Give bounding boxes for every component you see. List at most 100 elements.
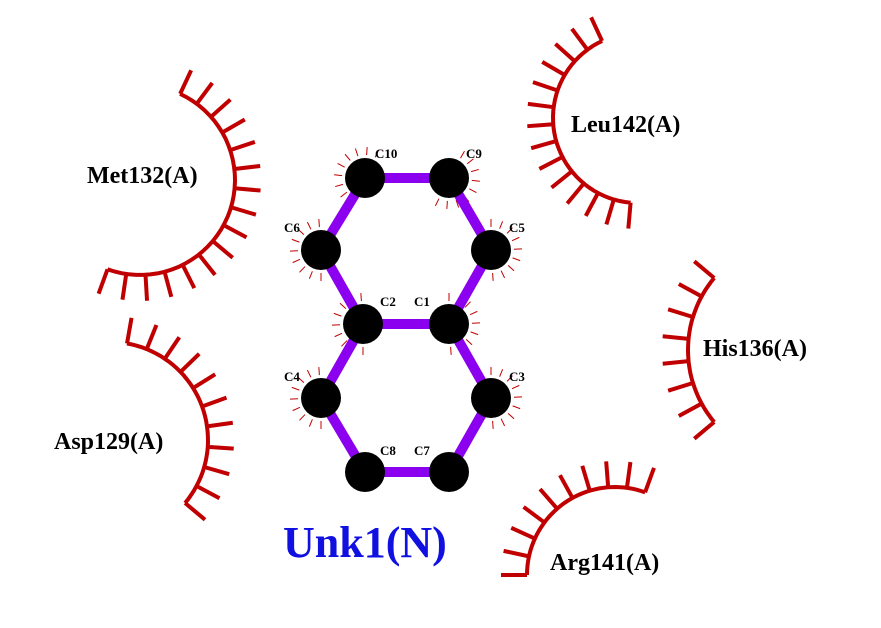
contact-tick-c3 (499, 369, 504, 377)
arc-spoke-asp129 (201, 395, 228, 409)
contact-tick-c5 (499, 221, 504, 229)
contact-tick-c5 (500, 270, 506, 279)
contact-tick-c9 (471, 179, 480, 182)
atom-c7 (429, 452, 469, 492)
contact-tick-c3 (506, 375, 513, 382)
atom-label-c8: C8 (380, 443, 396, 458)
contact-tick-c6 (291, 238, 300, 243)
arc-spoke-leu142 (604, 198, 616, 225)
residue-label-asp129: Asp129(A) (54, 429, 163, 455)
arc-spoke-asp129 (195, 484, 221, 500)
contact-tick-c10 (354, 148, 359, 157)
arc-spoke-asp129 (183, 501, 207, 522)
arc-spoke-met132 (143, 274, 150, 301)
contact-tick-c6 (306, 221, 312, 230)
contact-tick-c1 (465, 339, 473, 346)
atom-c5 (471, 230, 511, 270)
arc-spoke-met132 (180, 263, 197, 290)
arc-spoke-his136 (662, 359, 689, 366)
hydrophobic-arc-leu142 (550, 39, 631, 205)
contact-tick-c4 (297, 376, 305, 383)
hydrophobic-arc-arg141 (525, 484, 646, 576)
arc-spoke-arg141 (510, 526, 536, 541)
contact-tick-c10 (337, 163, 345, 168)
contact-tick-c9 (434, 198, 440, 207)
contact-tick-c1 (469, 310, 478, 316)
contact-tick-c2 (333, 312, 342, 317)
ligand-atoms (301, 158, 511, 492)
arc-spoke-leu142 (532, 80, 559, 93)
arc-spoke-met132 (222, 223, 248, 240)
contact-tick-c1 (470, 331, 479, 336)
arc-spoke-asp129 (192, 372, 217, 390)
contact-tick-c9 (460, 150, 465, 159)
arc-spoke-met132 (120, 273, 129, 301)
arc-spoke-met132 (195, 81, 214, 105)
arc-spoke-leu142 (530, 139, 557, 151)
contact-tick-c10 (374, 149, 380, 158)
arc-spoke-met132 (162, 271, 174, 298)
arc-spoke-asp129 (206, 420, 234, 429)
contact-tick-c2 (334, 332, 343, 338)
residue-label-met132: Met132(A) (87, 163, 198, 189)
arc-spoke-his136 (662, 334, 689, 341)
arc-spoke-his136 (677, 401, 703, 418)
arc-spoke-his136 (693, 259, 716, 280)
contact-tick-c5 (492, 272, 494, 281)
hydrophobic-arc-his136 (685, 276, 716, 424)
contact-tick-c5 (506, 227, 513, 234)
atom-c9 (429, 158, 469, 198)
atom-c2 (343, 304, 383, 344)
arc-spoke-his136 (677, 282, 703, 299)
arc-spoke-leu142 (541, 60, 566, 77)
arc-spoke-leu142 (554, 42, 577, 63)
contact-tick-c9 (455, 199, 460, 208)
atom-label-c4: C4 (284, 369, 300, 384)
contact-tick-c9 (466, 158, 474, 165)
contact-tick-c9 (446, 200, 448, 209)
atom-label-c3: C3 (509, 369, 525, 384)
arc-spoke-met132 (230, 205, 257, 217)
atom-c1 (429, 304, 469, 344)
arc-spoke-arg141 (503, 548, 530, 559)
arc-spoke-met132 (178, 69, 193, 95)
arc-spoke-met132 (211, 239, 234, 260)
contact-tick-c3 (492, 420, 494, 429)
atom-label-c1: C1 (414, 294, 430, 309)
contact-tick-c4 (318, 367, 320, 376)
contact-tick-c6 (299, 266, 306, 273)
arc-spoke-leu142 (570, 27, 590, 51)
contact-tick-c6 (308, 271, 313, 279)
arc-spoke-leu142 (527, 101, 554, 110)
arc-spoke-met132 (221, 117, 246, 135)
arc-spoke-his136 (667, 307, 694, 319)
ligand-name: Unk1(N) (283, 518, 447, 567)
residue-label-arg141: Arg141(A) (550, 550, 659, 576)
arc-spoke-asp129 (163, 336, 181, 360)
arc-spoke-arg141 (538, 487, 559, 511)
labels: Met132(A) Leu142(A) His136(A) Asp129(A) … (54, 112, 807, 576)
contact-tick-c2 (339, 302, 347, 309)
contact-tick-c2 (341, 340, 348, 347)
arc-spoke-arg141 (604, 461, 611, 488)
atom-c4 (301, 378, 341, 418)
arc-spoke-arg141 (522, 505, 546, 525)
arc-spoke-his136 (667, 381, 694, 393)
contact-tick-c1 (450, 346, 452, 355)
contact-tick-c4 (299, 414, 306, 421)
contact-tick-c3 (512, 405, 521, 410)
atom-label-c9: C9 (466, 146, 482, 161)
arc-spoke-leu142 (538, 155, 564, 171)
contact-tick-c10 (366, 147, 368, 156)
atom-label-c10: C10 (375, 146, 397, 161)
contact-tick-c4 (291, 386, 300, 391)
atom-c6 (301, 230, 341, 270)
arc-spoke-asp129 (179, 352, 201, 374)
arc-spoke-leu142 (583, 192, 600, 217)
residue-label-his136: His136(A) (703, 336, 807, 362)
atom-c3 (471, 378, 511, 418)
arc-spoke-leu142 (565, 182, 586, 205)
arc-spoke-arg141 (624, 461, 633, 489)
contact-tick-c2 (360, 293, 362, 302)
